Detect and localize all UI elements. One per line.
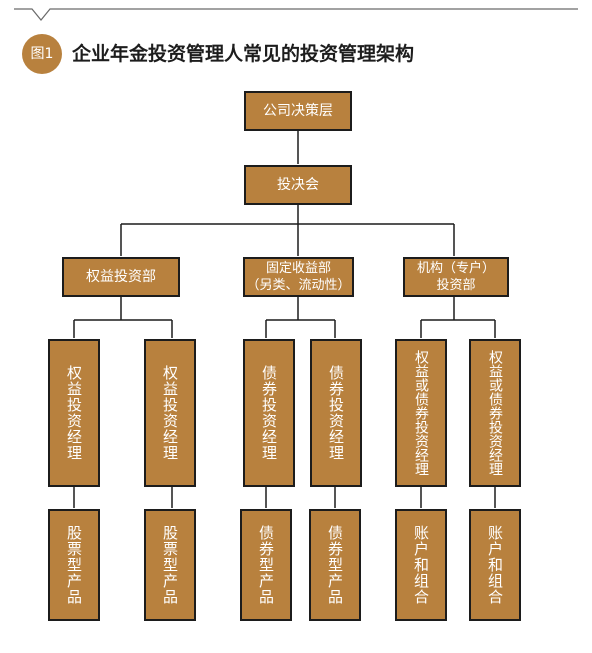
node-product-4: 债券型产品 <box>309 509 361 621</box>
node-product-6: 账户和组合 <box>469 509 521 621</box>
node-product-1: 股票型产品 <box>48 509 100 621</box>
node-committee-label: 投决会 <box>277 177 319 193</box>
node-root: 公司决策层 <box>244 91 352 131</box>
dept-label-line2: （另类、流动性） <box>246 278 351 293</box>
node-dept-fixed-income: 固定收益部 （另类、流动性） <box>243 257 354 297</box>
figure-badge: 图1 <box>22 34 62 74</box>
product-label: 债券型产品 <box>326 525 344 605</box>
dept-label-line2: 投资部 <box>436 278 476 293</box>
node-manager-2: 权益投资经理 <box>144 339 196 487</box>
manager-label: 权益或债券投资经理 <box>413 350 429 476</box>
node-manager-6: 权益或债券投资经理 <box>469 339 521 487</box>
manager-label: 债券投资经理 <box>260 365 278 461</box>
dept-label-line1: 机构（专户） <box>416 261 495 276</box>
node-product-5: 账户和组合 <box>395 509 447 621</box>
node-manager-5: 权益或债券投资经理 <box>395 339 447 487</box>
node-manager-1: 权益投资经理 <box>48 339 100 487</box>
product-label: 股票型产品 <box>161 525 179 605</box>
product-label: 股票型产品 <box>65 525 83 605</box>
node-dept-institutional: 机构（专户） 投资部 <box>403 257 509 297</box>
manager-label: 债券投资经理 <box>327 365 345 461</box>
manager-label: 权益或债券投资经理 <box>487 350 503 476</box>
dept-label-line1: 固定收益部 <box>265 261 331 276</box>
header-rule <box>14 8 578 21</box>
node-root-label: 公司决策层 <box>263 103 333 119</box>
figure-title: 企业年金投资管理人常见的投资管理架构 <box>72 43 415 65</box>
manager-label: 权益投资经理 <box>161 365 179 461</box>
node-dept-equity: 权益投资部 <box>62 257 180 297</box>
product-label: 账户和组合 <box>486 525 504 605</box>
node-product-2: 股票型产品 <box>144 509 196 621</box>
node-committee: 投决会 <box>244 165 352 205</box>
product-label: 债券型产品 <box>257 525 275 605</box>
dept-label-line1: 权益投资部 <box>86 269 156 285</box>
node-product-3: 债券型产品 <box>240 509 292 621</box>
manager-label: 权益投资经理 <box>65 365 83 461</box>
node-manager-3: 债券投资经理 <box>243 339 295 487</box>
node-manager-4: 债券投资经理 <box>310 339 362 487</box>
product-label: 账户和组合 <box>412 525 430 605</box>
